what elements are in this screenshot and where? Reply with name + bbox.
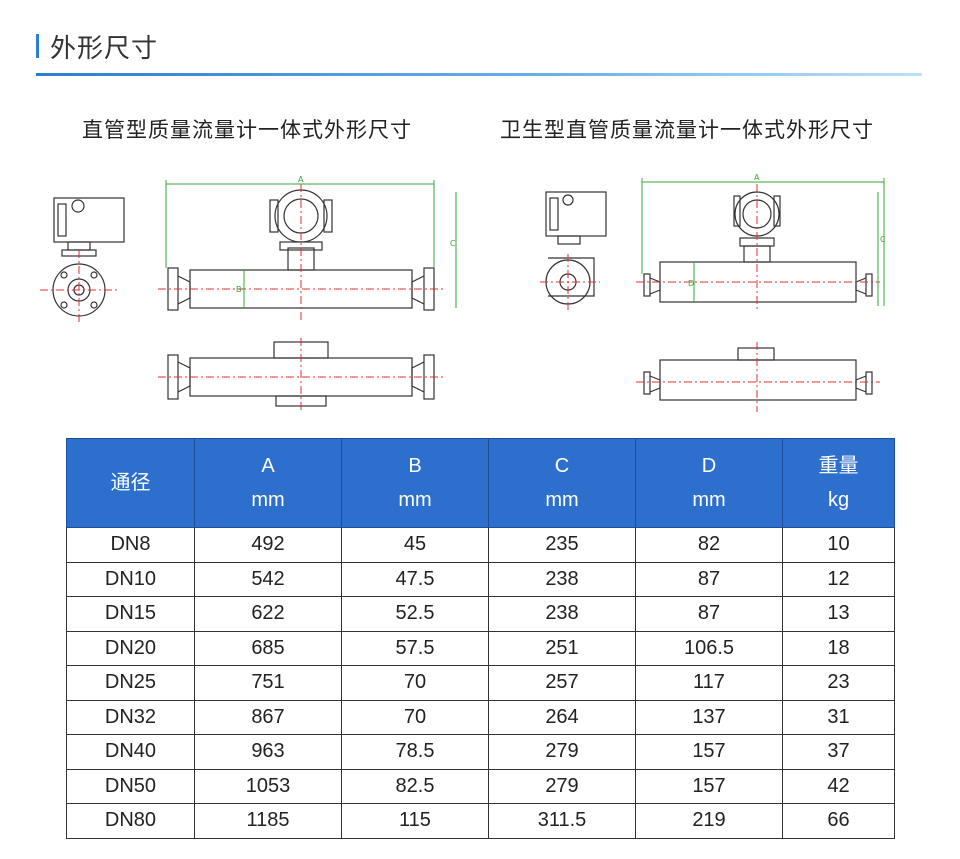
table-cell: DN25 xyxy=(66,665,195,701)
drawing-title-straight-tube: 直管型质量流量计一体式外形尺寸 xyxy=(82,118,412,142)
table-cell: 23 xyxy=(782,665,895,701)
table-cell: 70 xyxy=(341,699,489,735)
table-cell: 279 xyxy=(488,768,636,804)
table-cell: 12 xyxy=(782,561,895,597)
table-cell: 235 xyxy=(488,527,636,563)
table-cell: 219 xyxy=(635,803,783,839)
table-cell: 251 xyxy=(488,630,636,666)
dimension-drawings: A B C A D C xyxy=(40,173,886,412)
table-cell: 238 xyxy=(488,596,636,632)
table-cell: 87 xyxy=(635,596,783,632)
dim-label-b-left: B xyxy=(236,285,242,294)
drawing-title-sanitary-tube: 卫生型直管质量流量计一体式外形尺寸 xyxy=(500,118,874,142)
table-cell: 751 xyxy=(194,665,342,701)
table-cell: 157 xyxy=(635,734,783,770)
table-cell: 157 xyxy=(635,768,783,804)
dim-label-d-right: D xyxy=(688,279,694,288)
table-cell: 115 xyxy=(341,803,489,839)
dim-label-c-right: C xyxy=(880,235,886,244)
dim-label-a-left: A xyxy=(298,175,304,184)
table-cell: 106.5 xyxy=(635,630,783,666)
table-cell: 70 xyxy=(341,665,489,701)
table-cell: 31 xyxy=(782,699,895,735)
table-cell: 311.5 xyxy=(488,803,636,839)
right-side-view xyxy=(545,191,607,305)
table-cell: 57.5 xyxy=(341,630,489,666)
table-cell: 82.5 xyxy=(341,768,489,804)
table-cell: 137 xyxy=(635,699,783,735)
table-cell: 10 xyxy=(782,527,895,563)
table-cell: 622 xyxy=(194,596,342,632)
table-cell: 685 xyxy=(194,630,342,666)
left-side-view xyxy=(52,197,125,317)
table-cell: 257 xyxy=(488,665,636,701)
table-cell: 82 xyxy=(635,527,783,563)
table-cell: 78.5 xyxy=(341,734,489,770)
table-cell: DN15 xyxy=(66,596,195,632)
table-cell: 13 xyxy=(782,596,895,632)
table-cell: 37 xyxy=(782,734,895,770)
table-cell: DN50 xyxy=(66,768,195,804)
table-cell: 45 xyxy=(341,527,489,563)
table-cell: 87 xyxy=(635,561,783,597)
table-cell: DN8 xyxy=(66,527,195,563)
table-cell: 867 xyxy=(194,699,342,735)
table-cell: 1185 xyxy=(194,803,342,839)
dimension-lines xyxy=(165,178,885,308)
table-cell: 264 xyxy=(488,699,636,735)
table-cell: DN20 xyxy=(66,630,195,666)
section-divider xyxy=(36,73,922,76)
table-cell: 492 xyxy=(194,527,342,563)
table-cell: 238 xyxy=(488,561,636,597)
table-cell: DN80 xyxy=(66,803,195,839)
table-cell: DN32 xyxy=(66,699,195,735)
table-cell: 279 xyxy=(488,734,636,770)
table-cell: 47.5 xyxy=(341,561,489,597)
table-cell: DN10 xyxy=(66,561,195,597)
right-front-view xyxy=(643,191,873,303)
table-cell: 66 xyxy=(782,803,895,839)
dim-label-a-right: A xyxy=(754,173,760,182)
dim-label-c-left: C xyxy=(450,239,456,248)
header-diameter: 通径 xyxy=(66,438,195,528)
table-cell: 117 xyxy=(635,665,783,701)
table-cell: 52.5 xyxy=(341,596,489,632)
right-top-view xyxy=(643,347,873,401)
section-title: 外形尺寸 xyxy=(50,34,159,64)
table-cell: 1053 xyxy=(194,768,342,804)
section-accent-bar xyxy=(36,34,39,58)
table-cell: 542 xyxy=(194,561,342,597)
table-cell: DN40 xyxy=(66,734,195,770)
center-lines xyxy=(40,184,880,412)
table-cell: 42 xyxy=(782,768,895,804)
section-header: 外形尺寸 xyxy=(36,26,922,76)
table-cell: 18 xyxy=(782,630,895,666)
table-cell: 963 xyxy=(194,734,342,770)
